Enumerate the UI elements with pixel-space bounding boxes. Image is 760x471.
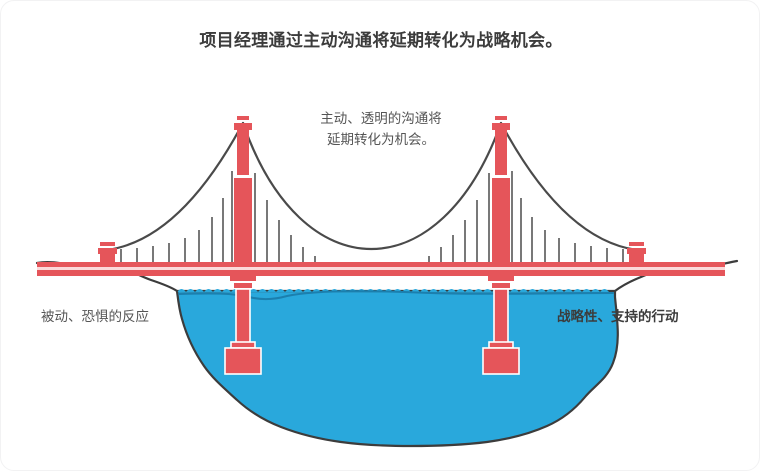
anchor-pier-cap (100, 242, 115, 246)
tower-pier-cap-wide (488, 276, 514, 281)
tower-pier-cap-mid (492, 283, 510, 288)
tower-top-cap (495, 116, 507, 120)
tower-upper-column (495, 130, 507, 175)
tower-pier-cap-wide (230, 276, 256, 281)
bridge-tower-right (482, 116, 520, 375)
label-strategic-action: 战略性、支持的行动 (557, 309, 679, 324)
tower-pier-footing-cap (488, 341, 514, 349)
deck-light-stripe (37, 267, 725, 270)
cable-backstay-right (499, 121, 639, 252)
tower-pier-cap-mid (234, 283, 252, 288)
center-annotation: 主动、透明的沟通将 延期转化为机会。 (320, 111, 442, 147)
deck-lower-band (37, 270, 725, 276)
main-cables-group (105, 121, 639, 252)
cable-backstay-left (105, 121, 245, 252)
tower-top-band (492, 123, 510, 130)
bridge-tower-left (224, 116, 262, 375)
suspender-cables-group (120, 171, 624, 270)
tower-pier-footing-base (224, 347, 262, 375)
tower-pier-footing-base (482, 347, 520, 375)
tower-pier-footing-cap (230, 341, 256, 349)
tower-pier-shaft (493, 288, 509, 345)
anchor-pier-cap (629, 242, 644, 246)
tower-lower-column (234, 178, 252, 263)
anchor-pier-band (98, 248, 117, 254)
tower-upper-column (237, 130, 249, 175)
tower-lower-column (492, 178, 510, 263)
cable-main-span (241, 121, 503, 250)
tower-top-band (234, 123, 252, 130)
label-reactive-response: 被动、恐惧的反应 (41, 309, 149, 324)
anchor-pier-band (627, 248, 646, 254)
page-title: 项目经理通过主动沟通将延期转化为战略机会。 (199, 31, 563, 50)
bridge-deck-group (37, 262, 725, 276)
deck-upper-band (37, 262, 725, 267)
tower-top-cap (237, 116, 249, 120)
